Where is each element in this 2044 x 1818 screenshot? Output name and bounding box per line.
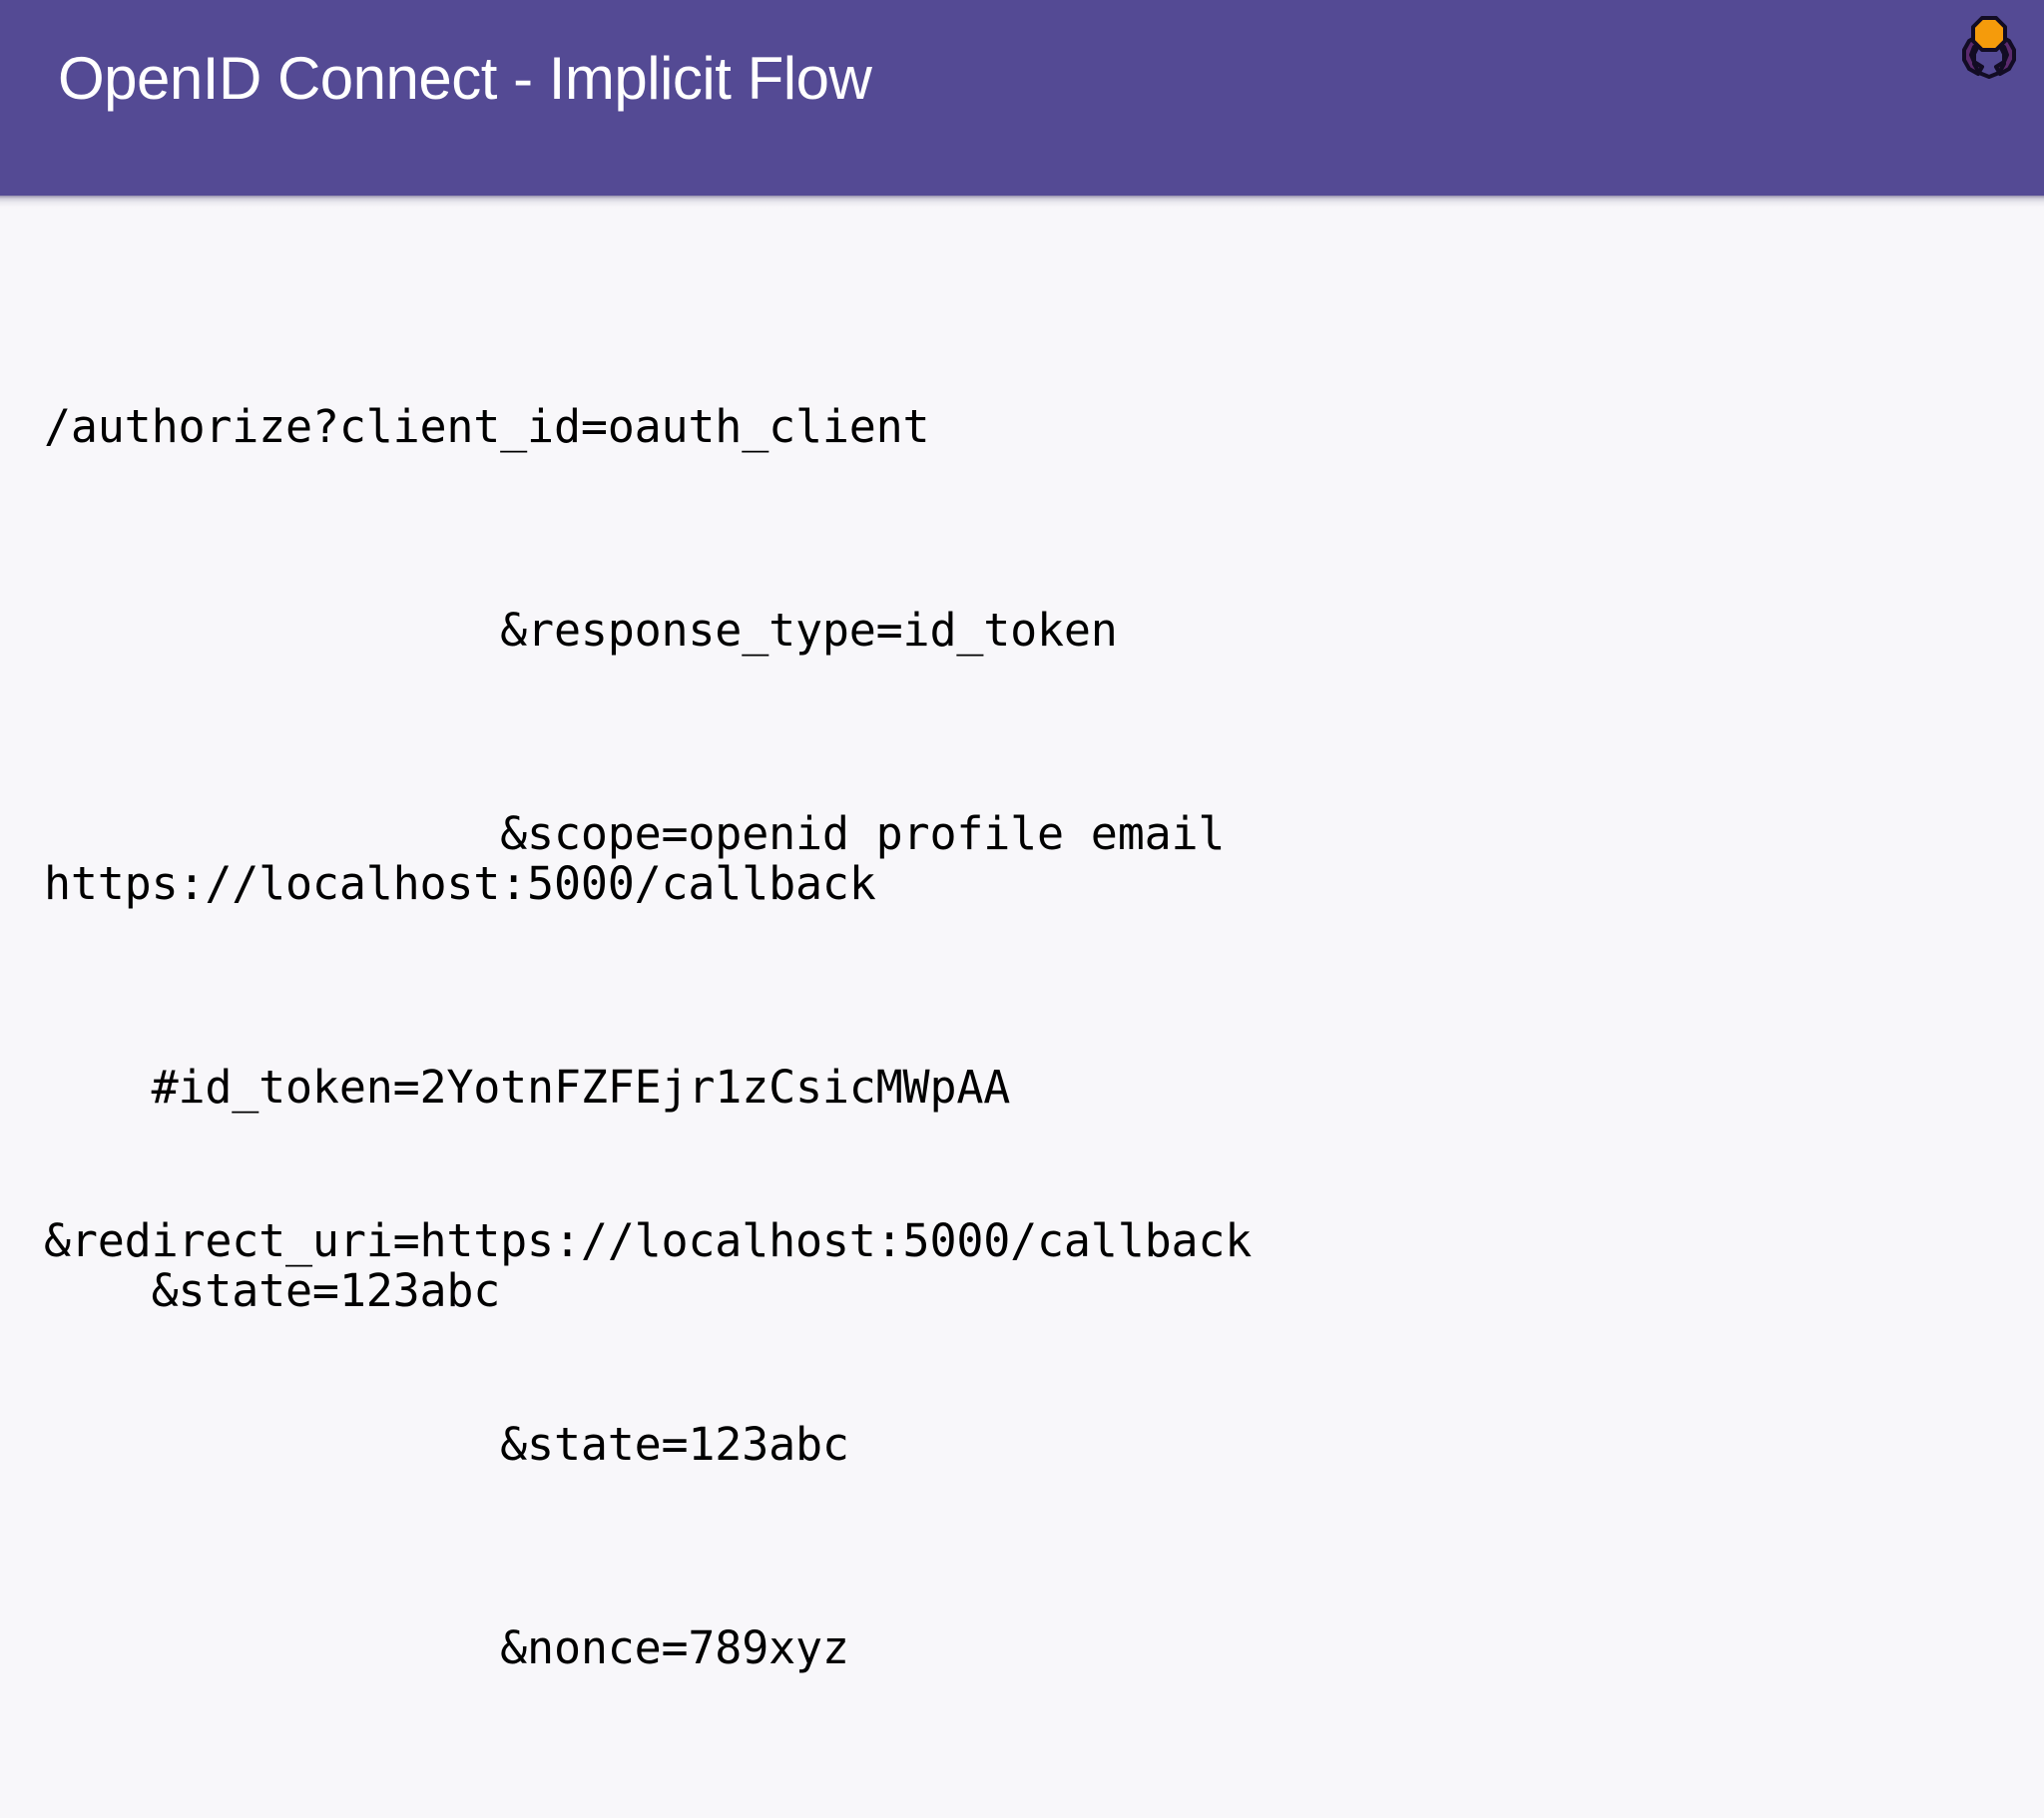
code-line: #id_token=2YotnFZFEjr1zCsicMWpAA xyxy=(44,1061,1011,1114)
code-line: https://localhost:5000/callback xyxy=(44,857,876,910)
slide-root: OpenID Connect - Implicit Flow /authoriz… xyxy=(0,0,2044,1674)
user-group-logo-icon xyxy=(1952,10,2026,80)
slide-title-band: OpenID Connect - Implicit Flow xyxy=(0,0,2044,196)
code-line: &state=123abc xyxy=(44,1264,501,1317)
code-line: &response_type=id_token xyxy=(44,604,1118,657)
callback-response-block: https://localhost:5000/callback #id_toke… xyxy=(44,714,1010,1461)
code-line: &scope=openid profile email xyxy=(44,807,1226,860)
code-line: /authorize?client_id=oauth_client xyxy=(44,400,930,453)
code-line: &nonce=789xyz xyxy=(44,1621,849,1674)
code-layer: /authorize?client_id=oauth_client &respo… xyxy=(44,400,1252,1674)
page-title: OpenID Connect - Implicit Flow xyxy=(58,45,872,112)
